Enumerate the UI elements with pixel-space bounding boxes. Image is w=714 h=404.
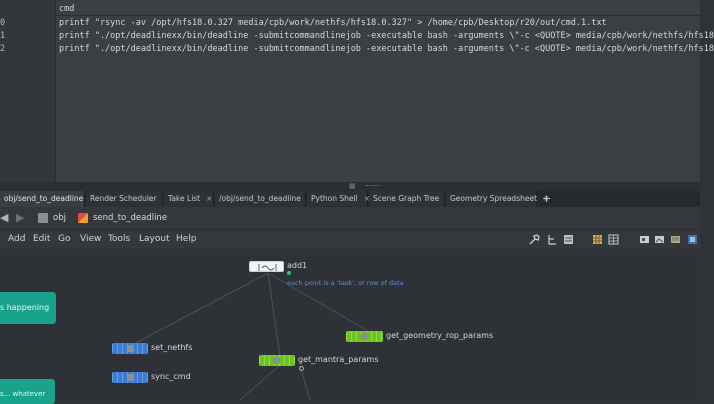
output-connector[interactable] [287, 271, 291, 275]
table-row[interactable]: printf "./opt/deadlinexx/bin/deadline -s… [59, 44, 714, 54]
row-gutter [0, 0, 56, 182]
node-label: sync_cmd [151, 372, 191, 381]
close-icon[interactable]: × [363, 194, 370, 203]
sticky-note-text: s... whatever [0, 390, 46, 398]
menu-layout[interactable]: Layout [139, 234, 170, 244]
tab-label: /obj/send_to_deadline [219, 194, 301, 203]
menu-add[interactable]: Add [8, 234, 26, 244]
tab-label: Take List [168, 194, 201, 203]
grid-icon[interactable] [592, 234, 603, 245]
node-comment: each point is a 'task', or row of data [287, 279, 404, 287]
node-wires [129, 272, 369, 401]
tab-label: Render Scheduler [90, 194, 157, 203]
node-label: add1 [287, 261, 308, 270]
node-body[interactable] [249, 261, 284, 272]
menu-help[interactable]: Help [176, 234, 197, 244]
list-icon[interactable] [563, 234, 574, 245]
breadcrumb-obj[interactable]: obj [53, 213, 66, 223]
wrench-icon[interactable] [529, 234, 540, 245]
close-icon[interactable]: × [206, 194, 213, 203]
menu-view[interactable]: View [80, 234, 102, 244]
tab-label: Geometry Spreadsheet [450, 194, 538, 203]
pane-splitter[interactable]: ▦ [0, 182, 700, 191]
node-label: set_nethfs [151, 343, 193, 352]
table-row[interactable]: printf "rsync -av /opt/hfs18.0.327 media… [59, 18, 607, 28]
python-node-icon [361, 333, 368, 340]
help-icon[interactable] [687, 234, 698, 245]
tab-label: Python Shell [311, 194, 358, 203]
menu-edit[interactable]: Edit [33, 234, 51, 244]
row-number: 2 [0, 44, 6, 54]
tab-geometry-spreadsheet[interactable]: Geometry Spreadsheet × [446, 191, 549, 207]
menu-go[interactable]: Go [58, 234, 71, 244]
table-icon[interactable] [608, 234, 619, 245]
back-icon[interactable]: ◀ [0, 211, 9, 224]
column-header-cmd[interactable]: cmd [59, 4, 75, 14]
sticky-note-text: s happening [0, 303, 50, 312]
tab-label: obj/send_to_deadline [4, 194, 84, 203]
header-divider [56, 15, 700, 16]
subnet-icon [78, 213, 88, 223]
network-editor[interactable]: s happening s... whatever add1 each poin… [0, 251, 700, 404]
image-icon[interactable] [639, 234, 650, 245]
add-tab-button[interactable]: + [542, 192, 552, 205]
tab-obj-send-to-deadline-2[interactable]: /obj/send_to_deadline× [215, 191, 313, 207]
tab-scene-graph-tree[interactable]: Scene Graph Tree× [369, 191, 452, 207]
splitter-dots [366, 185, 380, 187]
node-label: get_geometry_rop_params [386, 331, 494, 340]
image-icon[interactable] [654, 234, 665, 245]
path-bar: ◀ ▶ obj send_to_deadline [0, 207, 700, 230]
close-icon[interactable]: × [543, 194, 550, 203]
tab-label: Scene Graph Tree [373, 194, 440, 203]
network-menubar: Add Edit Go View Tools Layout Help [0, 230, 700, 250]
photo-icon[interactable] [670, 234, 681, 245]
tab-take-list[interactable]: Take List × [164, 191, 214, 207]
sticky-note[interactable]: s happening [0, 292, 56, 324]
breadcrumb-send-to-deadline[interactable]: send_to_deadline [93, 213, 168, 223]
tab-python-shell[interactable]: Python Shell × [307, 191, 370, 207]
splitter-grip-icon[interactable]: ▦ [349, 182, 357, 190]
menu-tools[interactable]: Tools [108, 234, 131, 244]
row-number: 1 [0, 31, 6, 41]
pane-tab-bar: obj/send_to_deadline× Render Scheduler× … [0, 191, 700, 207]
python-node-icon [127, 345, 134, 352]
sticky-note[interactable]: s... whatever [0, 379, 55, 404]
row-number: 0 [0, 18, 6, 28]
node-label: get_mantra_params [298, 355, 379, 364]
python-node-icon [127, 374, 134, 381]
forward-icon[interactable]: ▶ [16, 211, 25, 224]
add-node-icon [258, 264, 277, 271]
tab-obj-send-to-deadline[interactable]: obj/send_to_deadline× [0, 191, 96, 207]
python-node-icon [273, 357, 280, 364]
tree-icon[interactable] [547, 234, 558, 245]
geometry-spreadsheet: cmd 0 printf "rsync -av /opt/hfs18.0.327… [0, 0, 714, 182]
output-connector[interactable] [299, 366, 304, 371]
table-row[interactable]: printf "./opt/deadlinexx/bin/deadline -s… [59, 31, 714, 41]
tab-render-scheduler[interactable]: Render Scheduler× [86, 191, 169, 207]
obj-network-icon [38, 213, 48, 223]
